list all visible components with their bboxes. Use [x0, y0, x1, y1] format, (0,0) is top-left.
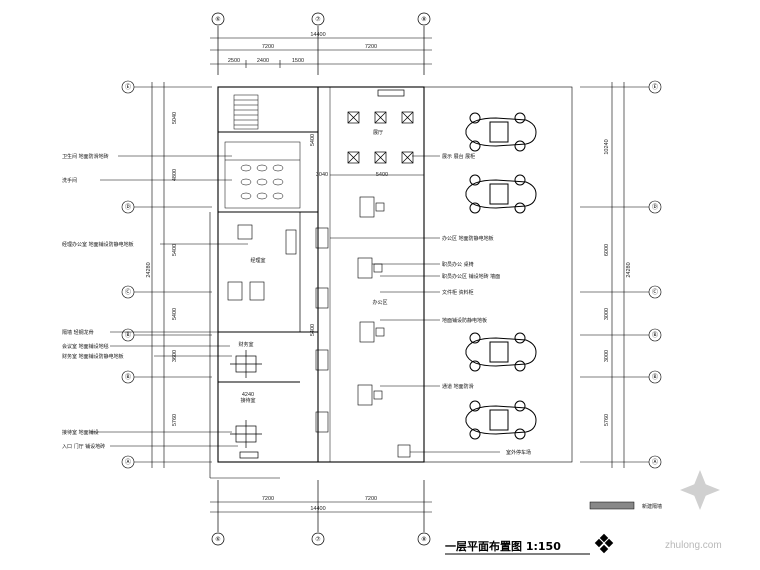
right-label-8: 室外停车场: [506, 449, 531, 456]
display-stands: [347, 89, 414, 164]
meeting-tables: [230, 350, 262, 459]
dim-bottom-bay-1: 7200: [262, 496, 274, 502]
left-label-4: 隔墙 轻钢龙骨: [62, 329, 94, 336]
axis-label-bottom-2: ⑦: [315, 536, 320, 543]
dim-top-sub-3: 1500: [292, 58, 304, 64]
dim-right-seg-3: 3000: [604, 308, 610, 320]
room-label-exhibition: 展厅: [373, 130, 383, 136]
dim-right-seg-2: 6000: [604, 244, 610, 256]
left-label-3: 经理办公室 地面铺设防静电地板: [62, 241, 134, 248]
dim-inner-4: 4240: [242, 392, 254, 398]
left-label-6: 财务室 地面铺设防静电地板: [62, 353, 124, 360]
legend: 新建隔墙: [589, 501, 662, 510]
dim-right-seg-1: 10240: [604, 139, 610, 154]
axis-label-right-4: Ⓑ: [652, 331, 658, 339]
building-walls: [209, 86, 573, 479]
dim-inner-3: 5400: [310, 324, 316, 336]
axis-label-left-2: Ⓓ: [125, 203, 131, 211]
axis-label-right-5: Ⓑ: [652, 373, 658, 381]
room-label-office: 办公区: [372, 299, 387, 306]
axis-label-left-6: Ⓐ: [125, 458, 131, 466]
legend-text: 新建隔墙: [642, 503, 662, 510]
dim-right-outer: 24280: [626, 262, 632, 277]
dim-inner-5: 5400: [310, 134, 316, 146]
axis-label-right-6: Ⓐ: [652, 458, 658, 466]
room-label-manager: 经理室: [250, 257, 265, 264]
right-label-2: 办公区 地面防静电地板: [442, 235, 494, 242]
room-label-reception: 接待室: [240, 397, 255, 404]
dim-top-bay-2: 7200: [365, 44, 377, 50]
axis-label-right-1: Ⓔ: [652, 83, 658, 91]
top-axes: [211, 12, 431, 546]
axis-label-left-3: Ⓒ: [125, 288, 131, 296]
right-label-6: 地面铺设防静电地板: [442, 317, 487, 324]
dim-left-seg-1: 5040: [172, 112, 178, 124]
left-leaders: [90, 155, 248, 447]
dim-bottom-total: 14400: [310, 506, 325, 512]
dim-top-bay-1: 7200: [262, 44, 274, 50]
dim-left-seg-6: 5760: [172, 414, 178, 426]
dim-right-seg-4: 3000: [604, 350, 610, 362]
right-label-7: 通道 地面防滑: [442, 383, 474, 390]
north-symbol-icon: [594, 533, 614, 554]
bottom-dimension-lines: [210, 501, 432, 513]
toilet-fixtures: [224, 141, 301, 209]
right-axes: [580, 80, 662, 469]
parked-cars: [465, 112, 537, 440]
right-label-1: 展示 展台 展柜: [442, 153, 475, 160]
dim-left-seg-4: 5400: [172, 308, 178, 320]
axis-label-bottom-1: ⑥: [215, 536, 220, 543]
dim-top-total: 14400: [310, 32, 325, 38]
right-leaders: [330, 155, 500, 453]
axis-label-top-2: ⑦: [315, 16, 320, 23]
axis-label-left-4: Ⓑ: [125, 331, 131, 339]
office-desks: [227, 196, 411, 458]
left-label-1: 卫生间 地面防滑地砖: [62, 153, 109, 160]
car-4: [465, 400, 537, 440]
top-dimension-lines: [210, 37, 432, 68]
dim-top-sub-1: 2500: [228, 58, 240, 64]
dim-right-seg-5: 5760: [604, 414, 610, 426]
dim-top-sub-2: 2400: [257, 58, 269, 64]
car-1: [465, 112, 537, 152]
axis-label-top-3: ⑧: [421, 16, 426, 23]
left-label-2: 洗手间: [62, 177, 77, 184]
axis-label-left-5: Ⓑ: [125, 373, 131, 381]
dim-left-outer: 24280: [146, 262, 152, 277]
dim-inner-1: 3040: [316, 172, 328, 178]
axis-label-right-2: Ⓓ: [652, 203, 658, 211]
left-label-7: 接待室 地面铺设: [62, 429, 99, 436]
dim-left-seg-2: 4800: [172, 169, 178, 181]
car-2: [465, 174, 537, 214]
legend-hatch-swatch: [589, 501, 635, 510]
right-label-3: 职员办公 桌椅: [442, 261, 474, 268]
right-label-4: 职员办公区 铺设地砖 墙面: [442, 273, 500, 280]
car-3: [465, 332, 537, 372]
axis-label-top-1: ⑥: [215, 16, 220, 23]
left-axes: [121, 80, 212, 469]
axis-label-bottom-3: ⑧: [421, 536, 426, 543]
left-label-8: 入口 门厅 铺设地砖: [62, 443, 105, 450]
dim-inner-2: 5400: [376, 172, 388, 178]
axis-label-left-1: Ⓔ: [125, 83, 131, 91]
dim-left-seg-3: 5400: [172, 244, 178, 256]
left-label-5: 会议室 地面铺设地毯: [62, 343, 109, 350]
room-label-finance: 财务室: [238, 341, 253, 348]
axis-label-right-3: Ⓒ: [652, 288, 658, 296]
watermark-logo-icon: [680, 470, 720, 510]
dim-bottom-bay-2: 7200: [365, 496, 377, 502]
staircase: [233, 94, 259, 130]
right-label-5: 文件柜 资料柜: [442, 289, 474, 296]
plan-title: 一层平面布置图 1:150: [445, 539, 561, 553]
watermark-text: zhulong.com: [665, 540, 722, 551]
